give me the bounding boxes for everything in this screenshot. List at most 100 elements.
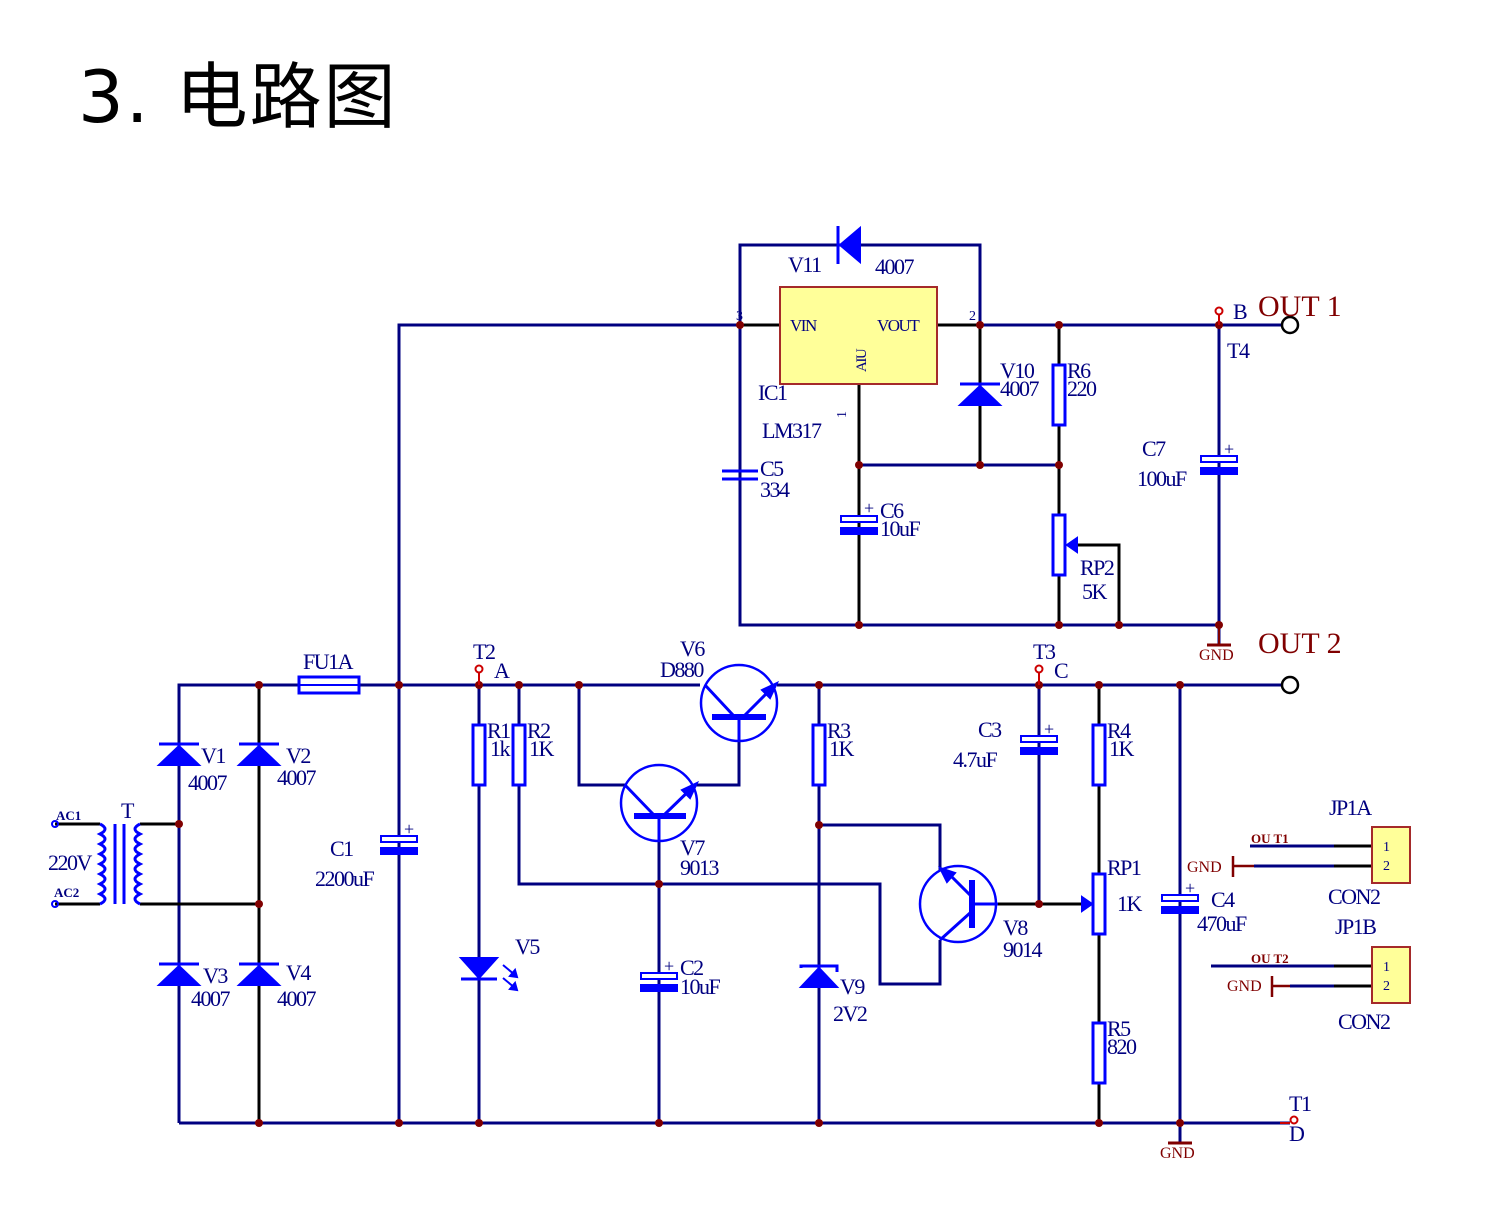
v9-ref: V9 (840, 974, 865, 999)
c4-ref: C4 (1211, 887, 1235, 912)
t2-net: A (494, 658, 510, 683)
ic-part: LM317 (762, 418, 822, 443)
diode-v2[interactable]: V2 4007 (236, 742, 318, 790)
v11-value: 4007 (875, 254, 915, 279)
ic-pin-adj: AIU (854, 348, 870, 372)
jp1b-net2: GND (1227, 978, 1262, 995)
fuse-fu1a[interactable]: FU1A (297, 649, 361, 695)
testpoint-t2[interactable]: T2 A (473, 639, 512, 685)
resistor-r4[interactable]: R4 1K (1091, 718, 1136, 787)
capacitor-c2[interactable]: + C2 10uF (640, 955, 722, 999)
r6-value: 220 (1067, 376, 1097, 401)
r5-value: 820 (1107, 1034, 1137, 1059)
r2-ref: R2 (527, 718, 550, 743)
v1-value: 4007 (188, 770, 228, 795)
output-terminal-out2[interactable] (1280, 675, 1300, 695)
ac2-label: AC2 (54, 885, 79, 900)
r2-value: 1K (529, 736, 555, 761)
t1-net: D (1289, 1121, 1304, 1146)
testpoint-t4[interactable]: B T4 (1214, 299, 1251, 363)
t2-ref: T2 (473, 639, 495, 664)
diode-v4[interactable]: V4 4007 (236, 960, 318, 1011)
fuse-ref: FU1A (303, 649, 354, 674)
diode-v10[interactable]: V10 4007 (957, 358, 1041, 406)
v7-ref: V7 (680, 835, 705, 860)
v9-value: 2V2 (833, 1001, 867, 1026)
resistor-r3[interactable]: R3 1K (811, 718, 856, 787)
ic-pin-2-number: 2 (969, 309, 976, 324)
ic-pin-vout: VOUT (877, 316, 920, 335)
ic-pin-1-number: 1 (835, 411, 850, 418)
gnd-symbol-bottom: GND (1160, 1141, 1195, 1162)
jp1a-net1: OU T1 (1251, 831, 1289, 846)
jp1b-type: CON2 (1338, 1009, 1390, 1034)
diode-v1[interactable]: V1 4007 (156, 742, 229, 795)
t4-net: B (1233, 299, 1247, 324)
transformer-t[interactable]: AC1 AC2 T 220V (48, 798, 144, 908)
testpoint-t1[interactable]: T1 D (1280, 1091, 1312, 1146)
capacitor-c5[interactable]: C5 334 (722, 456, 792, 502)
connector-jp1b[interactable]: JP1B OU T2 GND 1 2 CON2 (1211, 914, 1411, 1034)
jp1a-net2: GND (1187, 859, 1222, 876)
svg-text:+: + (664, 956, 674, 976)
r3-ref: R3 (827, 718, 851, 743)
transformer-input: 220V (48, 850, 93, 875)
t3-ref: T3 (1033, 639, 1056, 664)
svg-text:+: + (864, 498, 874, 518)
t4-ref: T4 (1227, 338, 1250, 363)
potentiometer-rp1[interactable]: RP1 1K (1081, 855, 1144, 936)
v8-ref: V8 (1003, 915, 1028, 940)
resistor-r6[interactable]: R6 220 (1051, 358, 1099, 427)
potentiometer-rp2[interactable]: RP2 5K (1051, 513, 1115, 604)
testpoint-t3[interactable]: T3 C (1033, 639, 1070, 685)
capacitor-c3[interactable]: + C3 4.7uF (953, 717, 1058, 772)
jp1b-pin1: 1 (1383, 960, 1390, 975)
t1-ref: T1 (1289, 1091, 1311, 1116)
jp1b-net1: OU T2 (1251, 951, 1289, 966)
rp2-ref: RP2 (1080, 555, 1114, 580)
connector-jp1a[interactable]: JP1A OU T1 GND 1 2 CON2 (1187, 795, 1411, 909)
diode-v11[interactable]: V11 4007 (788, 225, 916, 279)
resistor-r5[interactable]: R5 820 (1091, 1016, 1139, 1085)
resistor-r1[interactable]: R1 1k (471, 718, 512, 787)
r5-ref: R5 (1107, 1016, 1131, 1041)
r1-ref: R1 (487, 718, 510, 743)
ic-lm317[interactable]: VIN VOUT AIU 3 2 1 IC1 LM317 (736, 286, 976, 443)
gnd-symbol-top: GND (1199, 625, 1234, 664)
t3-net: C (1054, 658, 1068, 683)
ic-pin-3-number: 3 (736, 309, 743, 324)
v4-value: 4007 (277, 986, 317, 1011)
output-terminal-out1[interactable]: OUT 1 (1258, 290, 1342, 335)
v3-ref: V3 (203, 963, 228, 988)
c2-ref: C2 (680, 955, 703, 980)
capacitor-c4[interactable]: + C4 470uF (1161, 878, 1249, 936)
r3-value: 1K (829, 736, 855, 761)
r4-ref: R4 (1107, 718, 1131, 743)
v7-value: 9013 (680, 855, 720, 880)
v2-ref: V2 (286, 743, 310, 768)
diode-v3[interactable]: V3 4007 (156, 962, 232, 1011)
capacitor-c1[interactable]: + C1 2200uF (315, 819, 418, 891)
out1-label: OUT 1 (1258, 290, 1342, 323)
transistor-v8[interactable]: V8 9014 (918, 864, 1044, 962)
svg-text:+: + (1044, 719, 1054, 739)
c6-ref: C6 (880, 498, 904, 523)
v1-ref: V1 (201, 743, 225, 768)
v4-ref: V4 (286, 960, 311, 985)
capacitor-c7[interactable]: + C7 100uF (1137, 436, 1238, 491)
v6-value: D880 (660, 657, 704, 682)
zener-v9[interactable]: V9 2V2 (798, 964, 868, 1026)
out2-label: OUT 2 (1258, 627, 1342, 660)
capacitor-c6[interactable]: + C6 10uF (840, 498, 922, 541)
svg-text:+: + (1185, 878, 1195, 898)
ic-pin-vin: VIN (790, 316, 817, 335)
r4-value: 1K (1109, 736, 1135, 761)
transistor-v7[interactable]: V7 9013 (619, 763, 721, 880)
v6-ref: V6 (680, 636, 705, 661)
gnd-label: GND (1199, 647, 1234, 664)
v10-value: 4007 (1000, 376, 1040, 401)
resistor-r2[interactable]: R2 1K (511, 718, 556, 787)
transistor-v6[interactable]: V6 D880 (660, 636, 780, 743)
led-v5[interactable]: V5 (458, 934, 542, 992)
